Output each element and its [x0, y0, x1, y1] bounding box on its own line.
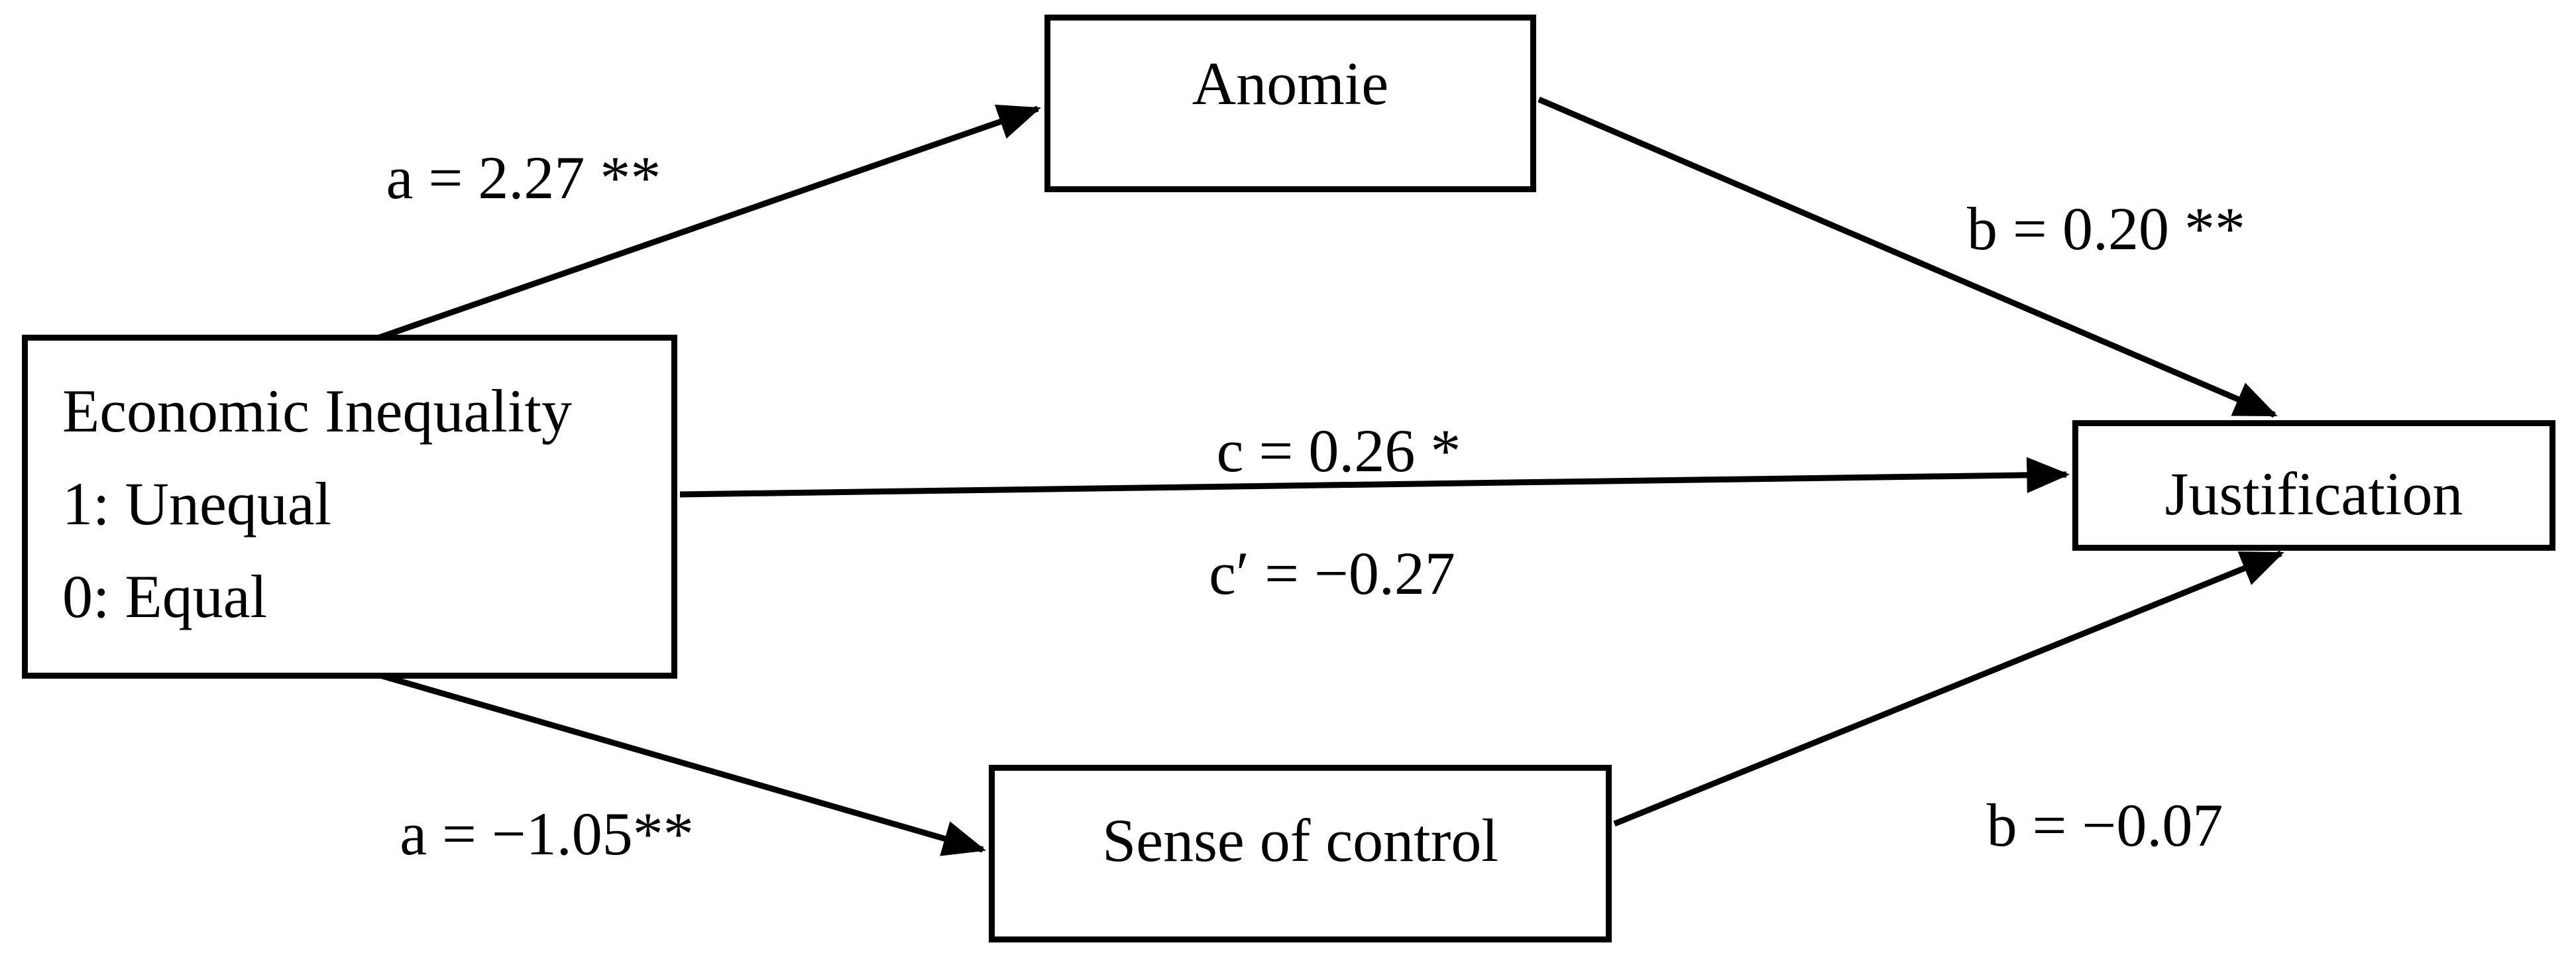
coefficient-c: c = 0.26 *: [1216, 417, 1461, 484]
coefficient-c-prime: c′ = −0.27: [1209, 539, 1455, 607]
path-a-bottom-arrow: [376, 671, 986, 856]
sense-of-control-label: Sense of control: [1102, 807, 1498, 874]
box-sense-of-control: Sense of control: [989, 765, 1612, 942]
economic-inequality-title: Economic Inequality: [62, 377, 572, 445]
economic-inequality-code-unequal: 1: Unequal: [62, 470, 332, 537]
justification-label: Justification: [2164, 459, 2463, 528]
path-c-arrow: [679, 457, 2070, 498]
coefficient-b-top: b = 0.20 **: [1967, 195, 2245, 262]
path-b-top-arrow: [1538, 96, 2278, 418]
coefficient-a-bottom: a = −1.05**: [400, 800, 694, 868]
box-economic-inequality: Economic Inequality 1: Unequal 0: Equal: [22, 335, 677, 679]
economic-inequality-text: Economic Inequality 1: Unequal 0: Equal: [62, 365, 572, 643]
coefficient-b-bottom: b = −0.07: [1986, 791, 2223, 859]
box-justification: Justification: [2072, 420, 2555, 551]
path-a-top-arrow: [376, 104, 1041, 341]
economic-inequality-code-equal: 0: Equal: [62, 563, 268, 630]
path-b-bottom-arrow: [1613, 550, 2284, 827]
coefficient-a-top: a = 2.27 **: [386, 144, 661, 211]
box-anomie: Anomie: [1044, 15, 1536, 192]
anomie-label: Anomie: [1192, 50, 1389, 117]
